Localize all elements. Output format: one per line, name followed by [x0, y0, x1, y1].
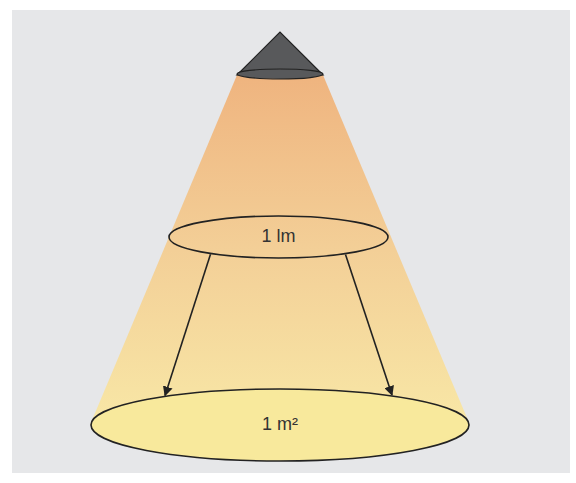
light-cone: [90, 75, 470, 425]
quantity-label: 1 m²: [262, 414, 298, 436]
quantity-label: 1 lm: [261, 226, 295, 248]
flux-arrow: [165, 254, 211, 395]
flux-arrow: [346, 254, 393, 395]
flux-ellipse: 1 lm: [168, 215, 389, 259]
area-ellipse: 1 m²: [90, 388, 470, 462]
lamp-base: [237, 69, 323, 79]
background-panel: [12, 10, 570, 473]
